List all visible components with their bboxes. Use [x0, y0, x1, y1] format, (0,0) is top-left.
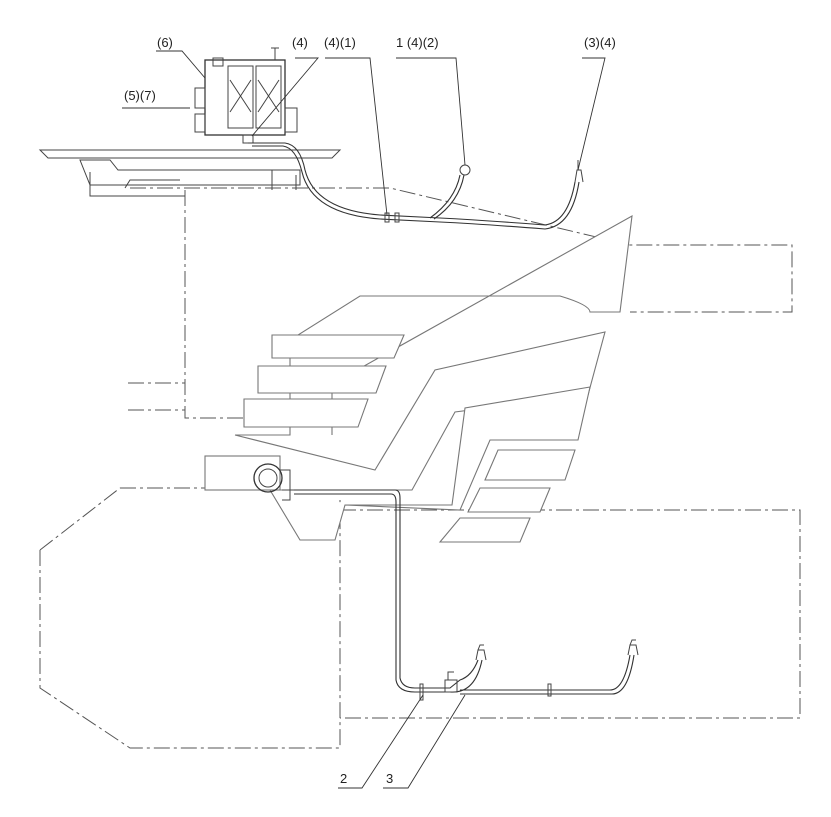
- label-4-1: (4)(1): [324, 35, 356, 50]
- lower-hydraulic-line: [294, 489, 639, 701]
- cab-panels: [204, 214, 633, 543]
- label-6: (6): [157, 35, 173, 50]
- label-3-4: (3)(4): [584, 35, 616, 50]
- leader-lines: [122, 50, 606, 789]
- upper-hydraulic-line: [248, 142, 584, 230]
- label-2: 2: [340, 771, 347, 786]
- label-4-top: (4): [292, 35, 308, 50]
- pump-unit: [253, 463, 294, 501]
- label-3: 3: [386, 771, 393, 786]
- label-1-4-2: 1 (4)(2): [396, 35, 439, 50]
- label-5-7: (5)(7): [124, 88, 156, 103]
- callout-labels: (6) (4) (4)(1) 1 (4)(2) (3)(4) (5)(7) 2 …: [124, 35, 616, 786]
- valve-block: [194, 47, 298, 144]
- upper-frame-plate: [38, 149, 342, 197]
